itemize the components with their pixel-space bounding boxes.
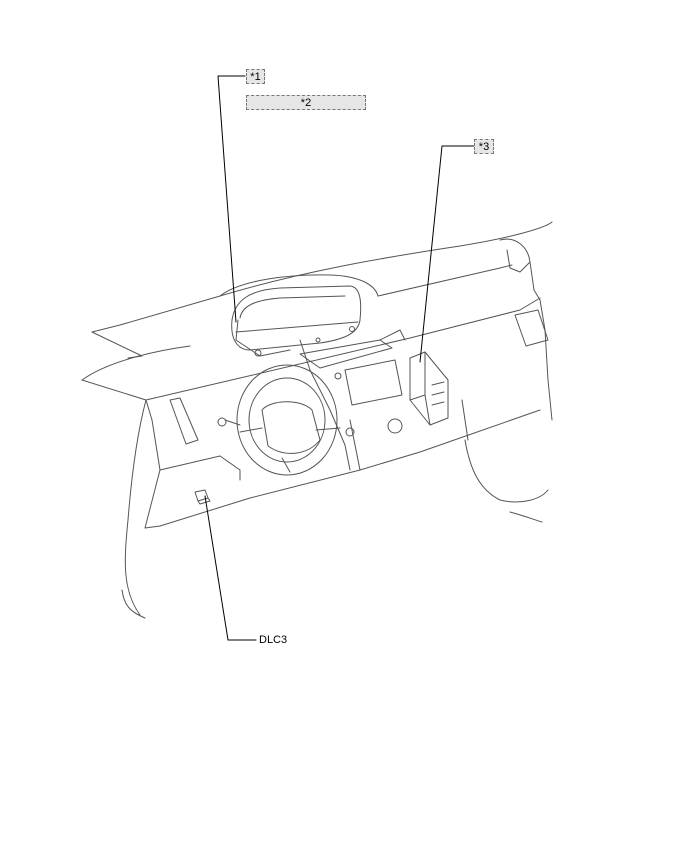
leader-lines bbox=[204, 75, 475, 641]
leader-line-1 bbox=[217, 75, 246, 323]
dlc3-connector bbox=[194, 489, 211, 505]
label-dlc3: DLC3 bbox=[259, 634, 288, 646]
leader-line-dlc3 bbox=[204, 495, 257, 641]
ecu-module bbox=[409, 351, 449, 426]
dashboard-outline bbox=[81, 221, 553, 619]
leader-line-3 bbox=[419, 145, 475, 363]
combination-meter-unit bbox=[231, 285, 362, 357]
callout-2: *2 bbox=[246, 95, 366, 110]
center-display bbox=[299, 329, 406, 434]
steering-wheel bbox=[217, 364, 355, 476]
callout-1: *1 bbox=[246, 69, 265, 84]
callout-3: *3 bbox=[474, 139, 494, 154]
